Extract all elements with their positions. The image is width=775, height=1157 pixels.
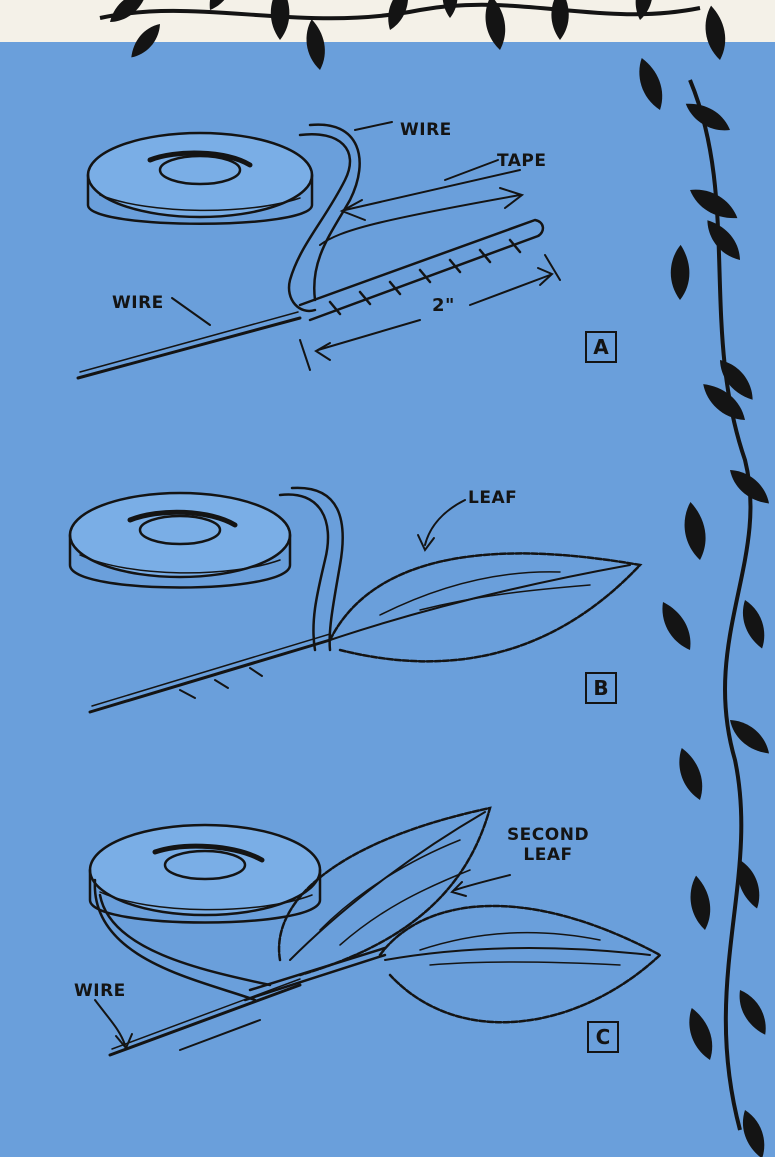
length-label: 2" (432, 296, 455, 316)
wire-label-a: WIRE (112, 293, 164, 313)
right-vine (633, 58, 770, 1157)
wire-label-c: WIRE (74, 981, 126, 1001)
figure-a (78, 122, 560, 378)
second-leaf-label: SECOND LEAF (498, 825, 598, 865)
tape-label: TAPE (497, 151, 547, 171)
wire-label-top: WIRE (400, 120, 452, 140)
leaf-label: LEAF (468, 488, 517, 508)
panel-label-c: C (587, 1021, 619, 1053)
panel-label-a: A (585, 331, 617, 363)
panel-label-b: B (585, 672, 617, 704)
figure-b (70, 488, 640, 712)
